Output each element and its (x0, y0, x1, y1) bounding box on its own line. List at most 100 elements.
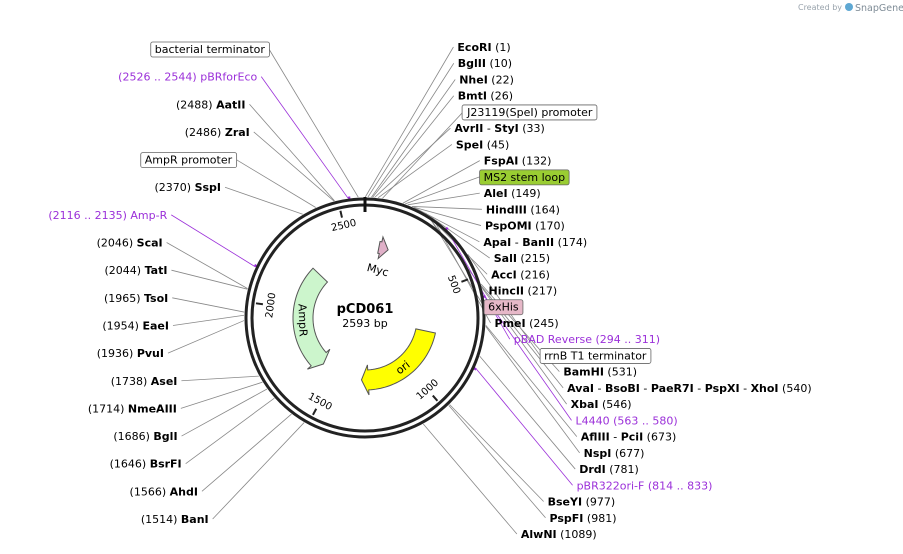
site-label-part: (1) (492, 41, 511, 54)
site-label: (1514) BanI (141, 513, 209, 526)
leader-line (268, 48, 359, 198)
site-label-part: (546) (599, 398, 632, 411)
site-label: (2526 .. 2544) pBRforEco (118, 71, 257, 84)
site-label: (1738) AseI (111, 375, 178, 388)
feature-label-box (479, 169, 570, 186)
center-label: pCD061 2593 bp (337, 302, 394, 330)
site-label: pBR322ori-F (814 .. 833) (577, 479, 713, 492)
leader-line (485, 324, 578, 437)
site-label: BseYI (977) (548, 496, 616, 509)
site-label-part: (1965) (104, 292, 144, 305)
site-label: pBAD Reverse (294 .. 311) (514, 333, 660, 346)
site-label: (1566) AhdI (130, 485, 198, 498)
site-label-part: PspOMI (485, 220, 532, 233)
site-label: EcoRI (1) (457, 41, 510, 54)
site-label: AlwNI (1089) (521, 528, 597, 541)
site-label-part: ApaI (483, 236, 511, 249)
site-label-part: HindIII (486, 203, 527, 216)
site-label-part: - (511, 236, 522, 249)
site-label-part: PvuI (137, 347, 164, 360)
site-label-part: pBAD Reverse (294 .. 311) (514, 333, 660, 346)
site-label-part: (1738) (111, 375, 151, 388)
leader-line (407, 192, 480, 206)
site-label: J23119(SpeI) promoter (466, 106, 593, 119)
site-label-part: (2370) (155, 181, 195, 194)
plasmid-name: pCD061 (337, 302, 394, 317)
site-label: (1954) EaeI (102, 319, 169, 332)
leader-line (249, 104, 335, 202)
site-label-part: PaeR7I (651, 382, 694, 395)
site-label-part: - (740, 382, 751, 395)
site-label: XbaI (546) (571, 398, 632, 411)
leader-line (367, 63, 455, 198)
site-label-part: (1089) (557, 528, 597, 541)
site-label: HincII (217) (489, 285, 558, 298)
site-label: 6xHis (488, 301, 519, 314)
site-label-part: PspXI (705, 382, 740, 395)
site-label-part: (45) (483, 138, 509, 151)
site-label-part: AatII (216, 98, 245, 111)
site-label-part: MS2 stem loop (484, 171, 566, 184)
watermark-brand: SnapGene (855, 3, 903, 14)
ring-tick-1500 (312, 408, 318, 416)
watermark: Created by SnapGene (798, 3, 903, 14)
ring-tick-label: 500 (445, 274, 462, 296)
leader-line (172, 314, 245, 326)
site-label-part: FspAI (484, 155, 519, 168)
feature-ampr-arrow (292, 267, 331, 370)
site-label-part: (1936) (97, 347, 137, 360)
site-label: SalI (215) (494, 252, 550, 265)
site-label-part: - (483, 122, 494, 135)
feature-label: AmpR (295, 304, 309, 338)
site-label-part: (1646) (110, 458, 150, 471)
site-label-part: EcoRI (457, 41, 491, 54)
feature-label-box (461, 104, 598, 121)
leader-line (181, 375, 259, 382)
site-label-part: AvaI (567, 382, 594, 395)
leader-line (377, 144, 453, 199)
site-label-part: (1714) (88, 402, 128, 415)
leader-line (414, 207, 480, 243)
feature-label-box (150, 41, 270, 58)
leader-line (411, 206, 482, 210)
ring-tick-label: 1000 (415, 377, 441, 402)
site-label-part: DrdI (579, 463, 606, 476)
site-label-part: AvrII (454, 122, 483, 135)
site-label-part: BamHI (563, 366, 604, 379)
leader-line (485, 326, 580, 454)
primer-mark (472, 367, 477, 371)
site-label-part: pBR322ori-F (814 .. 833) (577, 479, 713, 492)
leader-line (413, 206, 482, 226)
ring-tick-label: 1500 (306, 391, 334, 413)
site-label-part: PmeI (495, 317, 526, 330)
leader-line (181, 388, 268, 437)
leader-line (235, 159, 316, 208)
leader-line (253, 131, 335, 202)
ring-tick-1000 (432, 394, 439, 402)
site-label-part: (164) (527, 203, 560, 216)
site-label: bacterial terminator (155, 43, 266, 56)
site-label-part: TatI (145, 264, 168, 277)
site-label: (1965) TsoI (104, 292, 168, 305)
feature-ori-arrow (360, 328, 437, 396)
leader-line (201, 413, 292, 492)
site-label: (2370) SspI (155, 181, 222, 194)
ring-tick-label: 2500 (330, 218, 357, 234)
site-label-part: XbaI (571, 398, 599, 411)
site-label-part: (216) (517, 268, 550, 281)
site-label-part: AleI (484, 187, 508, 200)
site-label-part: (2044) (104, 264, 144, 277)
site-label: L4440 (563 .. 580) (576, 414, 678, 427)
site-label-part: BanI (181, 513, 209, 526)
leader-line (171, 269, 248, 290)
site-label-part: bacterial terminator (155, 43, 266, 56)
site-label-part: TsoI (144, 292, 168, 305)
leader-line (224, 186, 303, 215)
leader-line (479, 355, 576, 470)
site-label: BmtI (26) (458, 90, 513, 103)
leader-line (449, 404, 544, 502)
site-label-part: NmeAIII (128, 402, 177, 415)
site-label-part: ZraI (225, 126, 250, 139)
site-label-part: (217) (524, 285, 557, 298)
site-label-part: (170) (532, 220, 565, 233)
